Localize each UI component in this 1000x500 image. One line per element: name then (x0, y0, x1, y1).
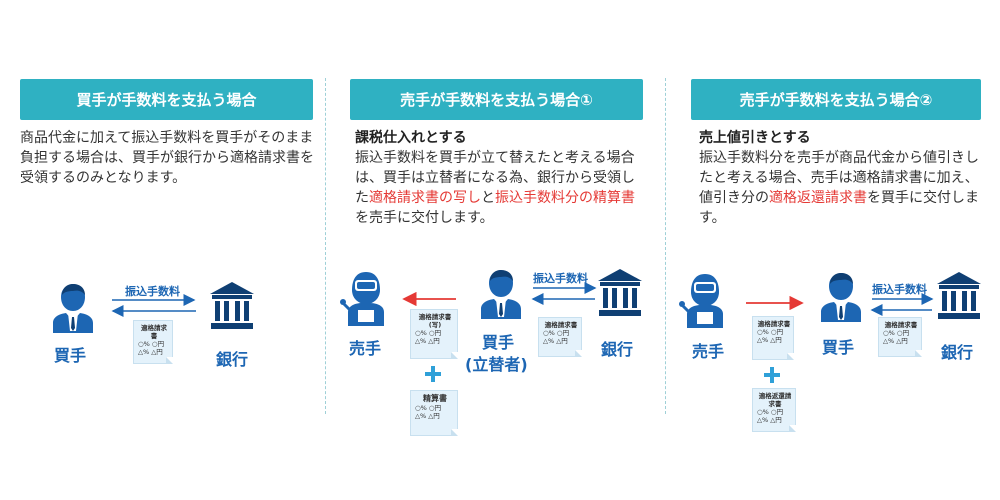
buyer-label: 買手 (482, 333, 515, 352)
panel3-desc-text: を買手に交付します。 (699, 190, 979, 226)
transfer-fee-label: 振込手数料 (533, 272, 588, 285)
doc-line: △% △円 (543, 337, 568, 345)
doc-title: 適格請求書 (544, 321, 578, 329)
transfer-fee-label: 振込手数料 (125, 285, 180, 298)
panel3-desc-highlight: 適格返還請求書 (769, 190, 867, 206)
seller-label: 売手 (692, 342, 725, 361)
panel2-desc-title: 課税仕入れとする (355, 130, 467, 146)
bank-label: 銀行 (941, 343, 974, 362)
panel3-desc-title: 売上値引きとする (699, 130, 811, 146)
doc-line: △% △円 (415, 412, 440, 420)
buyer-role-label: (立替者) (465, 355, 528, 374)
panel-divider (665, 78, 666, 414)
return-invoice-doc: 適格返還請求書 ○% ○円 △% △円 (752, 388, 796, 432)
panel2-desc-text: と (481, 190, 495, 206)
doc-line: ○% ○円 (138, 340, 165, 348)
doc-title: 適格返還請求書 (758, 392, 792, 408)
invoice-doc: 適格請求書 ○% ○円 △% △円 (538, 317, 582, 357)
panel-divider (325, 78, 326, 414)
doc-line: △% △円 (757, 336, 782, 344)
doc-line: △% △円 (883, 337, 908, 345)
doc-title: 適格請求書 (141, 324, 167, 340)
doc-line: ○% ○円 (883, 329, 910, 337)
doc-line: ○% ○円 (757, 408, 784, 416)
bank-icon (937, 272, 981, 319)
doc-title: 精算書 (423, 394, 447, 403)
panel2-desc-highlight: 振込手数料分の精算書 (495, 190, 635, 206)
panel1-header: 買手が手数料を支払う場合 (20, 79, 313, 120)
panel1-description: 商品代金に加えて振込手数料を買手がそのまま負担する場合は、買手が銀行から適格請求… (20, 130, 314, 186)
doc-line: ○% ○円 (543, 329, 570, 337)
settlement-doc: 精算書 ○% ○円 △% △円 (410, 390, 458, 436)
doc-line: △% △円 (138, 348, 163, 356)
doc-line: △% △円 (757, 416, 782, 424)
businessperson-icon (53, 284, 93, 333)
worker-icon (340, 272, 384, 326)
panel2-desc-text: を売手に交付します。 (355, 210, 494, 226)
plus-icon (764, 367, 780, 383)
panel2-header: 売手が手数料を支払う場合① (350, 79, 643, 120)
bank-label: 銀行 (601, 340, 634, 359)
doc-title: 適格請求書 (757, 320, 791, 328)
panel3-header: 売手が手数料を支払う場合② (691, 79, 981, 120)
bank-icon (598, 269, 642, 316)
invoice-doc: 適格請求書 ○% ○円 △% △円 (752, 316, 794, 360)
businessperson-icon (821, 273, 861, 322)
invoice-copy-doc: 適格請求書 (写) ○% ○円 △% △円 (410, 309, 458, 359)
panel2-desc-highlight: 適格請求書の写し (369, 190, 481, 206)
bank-icon (210, 282, 254, 329)
panel2-desc-text: 振込手数料を買手が立て替えたと考える場合は、買手は立替者になる為、銀行から受領し… (355, 150, 635, 206)
doc-line: △% △円 (415, 337, 440, 345)
bank-label: 銀行 (216, 350, 249, 369)
seller-label: 売手 (349, 339, 382, 358)
buyer-label: 買手 (54, 346, 87, 365)
plus-icon (425, 366, 441, 382)
doc-title: 適格請求書 (884, 321, 918, 329)
doc-line: ○% ○円 (415, 404, 442, 412)
businessperson-icon (481, 270, 521, 319)
transfer-fee-label: 振込手数料 (872, 283, 927, 296)
panel3-desc-text: 振込手数料分を売手が商品代金から値引きしたと考える場合、売手は適格請求書に加え、… (699, 150, 979, 206)
doc-line: ○% ○円 (415, 329, 442, 337)
panel3-description: 売上値引きとする振込手数料分を売手が商品代金から値引きしたと考える場合、売手は適… (699, 128, 981, 228)
invoice-doc: 適格請求書 ○% ○円 △% △円 (878, 317, 922, 357)
worker-icon (679, 274, 723, 328)
buyer-label: 買手 (822, 338, 855, 357)
invoice-doc: 適格請求書 ○% ○円 △% △円 (133, 320, 173, 364)
doc-subtitle: (写) (428, 321, 442, 329)
panel2-description: 課税仕入れとする振込手数料を買手が立て替えたと考える場合は、買手は立替者になる為… (355, 128, 645, 228)
doc-line: ○% ○円 (757, 328, 784, 336)
doc-title: 適格請求書 (418, 313, 452, 321)
